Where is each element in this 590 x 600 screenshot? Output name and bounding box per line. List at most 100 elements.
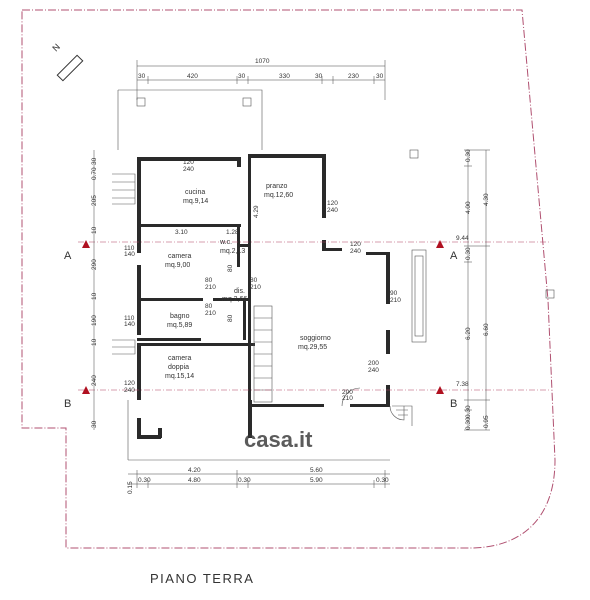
- dim-right-inner-1: 0.30: [465, 149, 472, 162]
- left-dimensions: 30 0.70 205 10 290 10 190 10 240 30: [91, 150, 98, 430]
- dim-bottom-6: 5.90: [310, 477, 323, 484]
- dim-left-2: 0.70: [91, 167, 98, 180]
- section-label-b-left: B: [64, 398, 71, 410]
- top-dimensions: 1070 30 420 30 330 30 230 30: [136, 58, 386, 100]
- room-wc-area: mq.2,13: [220, 248, 245, 255]
- door-dis: 210: [250, 284, 261, 291]
- section-arrow-icon: [82, 386, 90, 394]
- room-bagno-area: mq.5,89: [167, 322, 192, 329]
- opening-soggiorno-right: 210: [390, 297, 401, 304]
- opening-soggiorno-bottom: 200: [368, 360, 379, 367]
- dim-bottom-7: 0.30: [376, 477, 389, 484]
- staircase: [253, 305, 273, 403]
- door-camera: 80: [205, 277, 213, 284]
- section-label-b-right: B: [450, 398, 457, 410]
- room-cucina-name: cucina: [185, 189, 205, 196]
- room-labels: cucina mq.9,14 pranzo mq.12,60 camera mq…: [165, 183, 331, 380]
- dim-left-6: 10: [91, 292, 98, 300]
- north-label: N: [50, 42, 62, 54]
- wall-length-5: 80: [227, 314, 234, 322]
- dim-left-4: 10: [91, 226, 98, 234]
- room-camera-area: mq.9,00: [165, 262, 190, 269]
- opening-entry: 210: [342, 395, 353, 402]
- section-arrow-icon: [436, 386, 444, 394]
- room-bagno-name: bagno: [170, 313, 190, 320]
- dim-left-3: 205: [91, 195, 98, 206]
- wall-length-1: 3.10: [175, 229, 188, 236]
- dim-bottom-4: 4.80: [188, 477, 201, 484]
- room-pranzo-name: pranzo: [266, 183, 288, 190]
- level-a: 9.44: [456, 235, 469, 242]
- wall-length-2: 1.28: [226, 229, 239, 236]
- dim-right-inner-4: 6.20: [465, 327, 472, 340]
- walls: [137, 154, 390, 439]
- dim-top-5: 30: [315, 73, 323, 80]
- room-cucina-area: mq.9,14: [183, 198, 208, 205]
- entry-steps: [392, 405, 413, 426]
- dim-top-6: 230: [348, 73, 359, 80]
- dim-left-10: 30: [91, 420, 98, 428]
- dim-left-8: 10: [91, 338, 98, 346]
- opening-camera: 140: [124, 251, 135, 258]
- dim-bottom-2: 5.60: [310, 467, 323, 474]
- balcony-window: [411, 249, 427, 343]
- opening-camera-doppia: 120: [124, 380, 135, 387]
- opening-soggiorno-bottom: 240: [368, 367, 379, 374]
- room-dis-area: mq.2,66: [222, 296, 247, 303]
- room-camera-doppia-area: mq.15,14: [165, 373, 194, 380]
- door-swing: [341, 387, 361, 407]
- room-soggiorno-name: soggiorno: [300, 335, 331, 342]
- dim-top-1: 30: [138, 73, 146, 80]
- column: [242, 97, 252, 107]
- opening-bagno: 110: [124, 315, 135, 322]
- dim-bottom-3: 0.30: [138, 477, 151, 484]
- room-camera-name: camera: [168, 253, 191, 260]
- door-swing: [389, 405, 405, 421]
- opening-cucina: 240: [183, 166, 194, 173]
- watermark: casa.it: [244, 427, 313, 452]
- dim-left-1: 30: [91, 157, 98, 165]
- porch-outline: [117, 89, 263, 150]
- dim-right-inner-5: 0.30: [465, 405, 472, 418]
- dim-top-4: 330: [279, 73, 290, 80]
- dim-bottom-1: 4.20: [188, 467, 201, 474]
- dim-top-2: 420: [187, 73, 198, 80]
- dim-top-total: 1070: [255, 58, 270, 65]
- dim-bottom-5: 0.30: [238, 477, 251, 484]
- room-pranzo-area: mq.12,60: [264, 192, 293, 199]
- door-dis: 80: [250, 277, 258, 284]
- dim-left-7: 190: [91, 315, 98, 326]
- dim-right-outer-2: 6.60: [483, 323, 490, 336]
- section-arrow-icon: [436, 240, 444, 248]
- dim-left-5: 290: [91, 259, 98, 270]
- dim-top-7: 30: [376, 73, 384, 80]
- opening-soggiorno-right: 90: [390, 290, 398, 297]
- room-dis-name: dis.: [234, 288, 245, 295]
- opening-cucina: 120: [183, 159, 194, 166]
- dim-right-inner-3: 0.30: [465, 247, 472, 260]
- opening-soggiorno-top: 240: [350, 248, 361, 255]
- section-label-a-right: A: [450, 250, 458, 262]
- opening-camera-doppia: 240: [124, 387, 135, 394]
- room-soggiorno-area: mq.29,55: [298, 344, 327, 351]
- bottom-dimensions: 4.20 5.60 0.30 4.80 0.30 5.90 0.30 0.15: [127, 467, 390, 494]
- dim-left-9: 240: [91, 375, 98, 386]
- column: [136, 97, 146, 107]
- dim-right-outer-3: 0.95: [483, 415, 490, 428]
- room-camera-doppia-name: camera: [168, 355, 191, 362]
- dim-right-inner-6: 0.30: [465, 417, 472, 430]
- door-bagno: 210: [205, 310, 216, 317]
- room-camera-doppia-name2: doppia: [168, 364, 189, 371]
- section-arrow-icon: [82, 240, 90, 248]
- door-bagno: 80: [205, 303, 213, 310]
- door-camera: 210: [205, 284, 216, 291]
- room-wc-name: w.c.: [219, 239, 232, 246]
- opening-labels: 120 240 120 240 120 240 90 210 200 240 2…: [124, 159, 401, 402]
- property-boundary: [21, 9, 556, 549]
- wall-length-3: 4.29: [253, 205, 260, 218]
- dim-top-3: 30: [238, 73, 246, 80]
- right-dimensions: 0.30 4.00 0.30 6.20 0.30 0.30 4.30 6.60 …: [464, 149, 490, 431]
- opening-pranzo: 240: [327, 207, 338, 214]
- opening-entry: 200: [342, 389, 353, 396]
